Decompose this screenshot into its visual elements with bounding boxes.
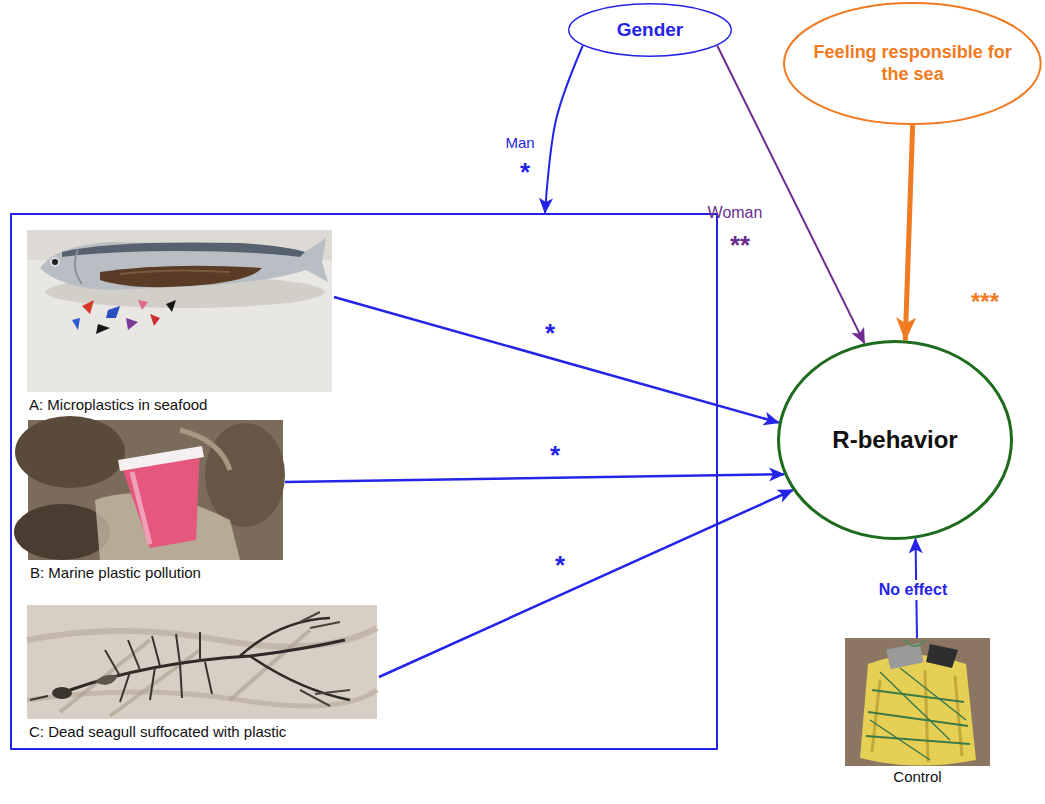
edge-label: Man bbox=[505, 135, 534, 150]
predictor-ellipse: Feeling responsible for the sea bbox=[783, 2, 1042, 125]
node-label: R-behavior bbox=[832, 426, 957, 455]
node-label: Gender bbox=[617, 19, 684, 42]
connector-arrow bbox=[334, 297, 779, 423]
connector-arrow bbox=[545, 45, 583, 213]
outcome-ellipse: R-behavior bbox=[777, 340, 1013, 540]
connector-arrow bbox=[717, 45, 864, 343]
seagull-photo bbox=[27, 605, 377, 719]
edge-label: *** bbox=[971, 290, 999, 314]
connector-arrow bbox=[285, 474, 784, 482]
photo-panel: Control bbox=[845, 638, 990, 787]
significance-star: ** bbox=[730, 232, 750, 258]
node-label: Feeling responsible for the sea bbox=[810, 42, 1015, 85]
cup-photo bbox=[14, 416, 285, 560]
edge-label: No effect bbox=[876, 580, 950, 600]
bag-photo bbox=[845, 638, 990, 766]
connector-arrow bbox=[905, 125, 912, 340]
edge-label: Woman bbox=[708, 205, 763, 221]
photo-caption: A: Microplastics in seafood bbox=[29, 394, 334, 415]
photo-caption: Control bbox=[845, 766, 990, 787]
connector-arrow bbox=[379, 490, 793, 677]
photo-panel: A: Microplastics in seafood bbox=[29, 232, 334, 415]
significance-star: * bbox=[520, 159, 530, 185]
edge-label: * bbox=[555, 552, 565, 578]
edge-label: * bbox=[545, 320, 555, 346]
photo-panel: B: Marine plastic pollution bbox=[30, 422, 285, 583]
photo-panel: C: Dead seagull suffocated with plastic bbox=[29, 607, 379, 742]
edge-label: * bbox=[550, 442, 560, 468]
photo-caption: C: Dead seagull suffocated with plastic bbox=[29, 721, 379, 742]
fish-photo bbox=[27, 230, 332, 392]
photo-caption: B: Marine plastic pollution bbox=[30, 562, 285, 583]
treatment-group-box: A: Microplastics in seafood B: Marine pla… bbox=[10, 213, 718, 750]
moderator-ellipse: Gender bbox=[568, 3, 732, 57]
